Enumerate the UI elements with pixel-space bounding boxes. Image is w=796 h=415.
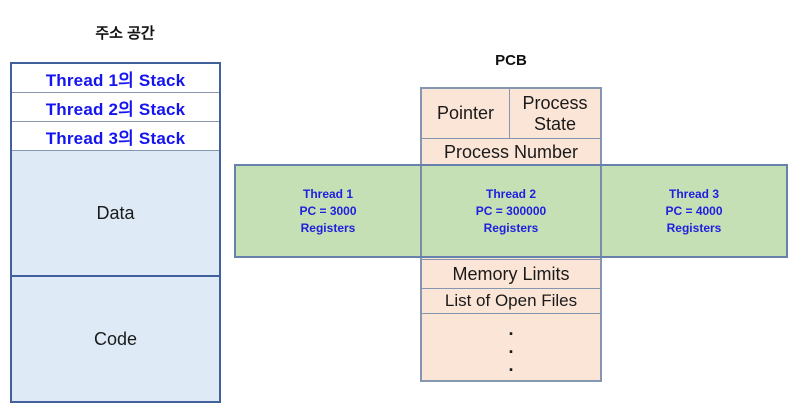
pcb-memory-limits-label: Memory Limits: [452, 263, 570, 284]
thread1-stack-row: Thread 1의 Stack: [12, 64, 219, 93]
thread1-stack-label: Thread 1의 Stack: [45, 70, 186, 90]
data-section-label: Data: [96, 202, 135, 223]
pcb-dot: .: [508, 355, 514, 375]
pcb-pointer-label: Pointer: [436, 103, 495, 123]
thread3-stack-label: Thread 3의 Stack: [45, 128, 186, 148]
pcb-open-files-cell: List of Open Files: [422, 288, 600, 313]
data-section: Data: [12, 151, 219, 277]
pcb-process-state-cell: Process State: [510, 89, 600, 138]
thread3-stack-row: Thread 3의 Stack: [12, 122, 219, 151]
pcb-memory-limits-cell: Memory Limits: [422, 259, 600, 288]
thread1-registers: Registers: [300, 220, 356, 235]
code-section-label: Code: [93, 328, 138, 349]
code-section: Code: [12, 277, 219, 401]
pcb-pointer-cell: Pointer: [422, 89, 510, 138]
thread1-pc: PC = 3000: [299, 203, 357, 218]
pcb-title: PCB: [495, 52, 527, 69]
thread2-pc: PC = 300000: [475, 203, 547, 218]
pcb-open-files-label: List of Open Files: [444, 291, 578, 310]
pcb-dot: .: [508, 319, 514, 339]
thread3-name: Thread 3: [668, 186, 719, 201]
pcb-top-row: Pointer Process State: [422, 89, 600, 138]
pcb-process-number-label: Process Number: [443, 141, 579, 162]
thread2-context-cell: Thread 2 PC = 300000 Registers: [420, 166, 602, 256]
thread2-stack-label: Thread 2의 Stack: [45, 99, 186, 119]
thread3-context-cell: Thread 3 PC = 4000 Registers: [602, 166, 786, 256]
pcb-process-number-cell: Process Number: [422, 138, 600, 165]
thread3-registers: Registers: [666, 220, 722, 235]
thread2-name: Thread 2: [485, 186, 536, 201]
pcb-ellipsis-cell: . . .: [422, 313, 600, 380]
thread1-context-cell: Thread 1 PC = 3000 Registers: [236, 166, 420, 256]
threads-band: Thread 1 PC = 3000 Registers Thread 2 PC…: [234, 164, 788, 258]
thread2-registers: Registers: [483, 220, 539, 235]
address-space-box: Thread 1의 Stack Thread 2의 Stack Thread 3…: [10, 62, 221, 403]
pcb-process-state-label: Process State: [522, 92, 588, 134]
pcb-dot: .: [508, 337, 514, 357]
thread1-name: Thread 1: [302, 186, 353, 201]
address-space-title: 주소 공간: [95, 25, 155, 42]
thread2-stack-row: Thread 2의 Stack: [12, 93, 219, 122]
thread3-pc: PC = 4000: [665, 203, 723, 218]
